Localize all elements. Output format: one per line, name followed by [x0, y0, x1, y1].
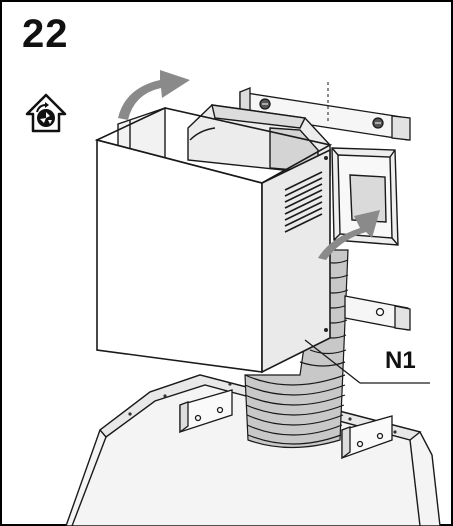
lift-arrow-right — [318, 210, 380, 260]
canopy-bracket-right — [341, 415, 393, 460]
step-number: 22 — [22, 12, 69, 56]
wall-bracket-mid — [344, 295, 411, 331]
casing-box — [94, 107, 333, 374]
duct-adapter — [331, 147, 399, 246]
recirculation-house-icon — [25, 93, 67, 133]
lift-arrow-left — [118, 70, 190, 120]
canopy-bracket-left — [179, 389, 233, 434]
part-label-n1: N1 — [385, 347, 416, 374]
wall-bracket-top — [239, 87, 411, 141]
casing-screws — [324, 156, 328, 332]
ventilation-slots — [284, 171, 323, 233]
n1-leader — [304, 339, 430, 384]
